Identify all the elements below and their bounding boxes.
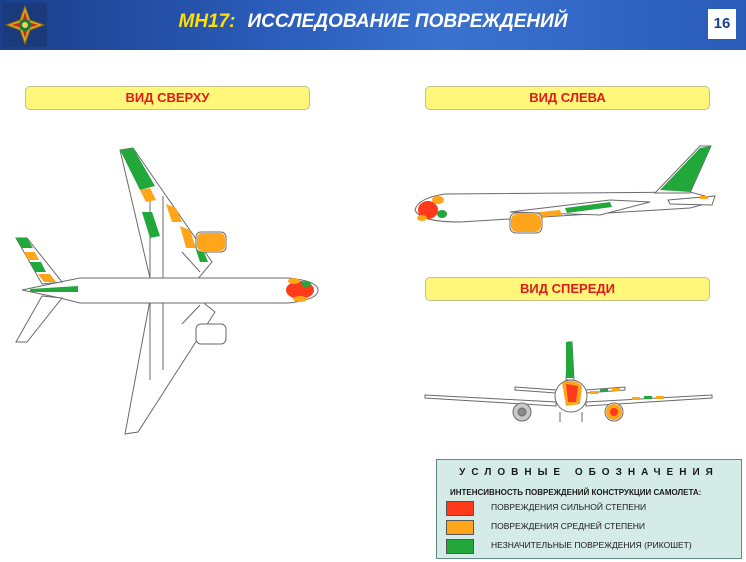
damage-medium: [632, 397, 640, 400]
damage-minor: [30, 286, 78, 292]
legend-swatch-minor: [446, 539, 474, 554]
title-text: ИССЛЕДОВАНИЕ ПОВРЕЖДЕНИЙ: [247, 11, 568, 32]
damage-minor: [437, 210, 447, 218]
damage-medium: [540, 210, 562, 217]
damage-minor: [142, 212, 160, 238]
top-lower-wing: [124, 299, 216, 435]
legend-label-medium: ПОВРЕЖДЕНИЯ СРЕДНЕЙ СТЕПЕНИ: [491, 521, 646, 531]
damage-medium: [590, 391, 598, 394]
view-label-top: ВИД СВЕРХУ: [25, 86, 310, 110]
damage-medium: [197, 233, 225, 251]
damage-medium: [38, 274, 56, 282]
damage-medium: [293, 296, 307, 302]
damage-severe: [566, 384, 578, 402]
damage-minor: [301, 281, 311, 287]
damage-medium: [612, 388, 620, 391]
damage-minor: [196, 250, 208, 262]
legend-label-severe: ПОВРЕЖДЕНИЯ СИЛЬНОЙ СТЕПЕНИ: [491, 502, 647, 512]
flight-code: МН17:: [178, 11, 236, 32]
legend-swatch-severe: [446, 501, 474, 516]
damage-minor: [566, 342, 574, 378]
damage-medium: [417, 215, 427, 221]
damage-medium: [288, 278, 300, 284]
view-label-front: ВИД СПЕРЕДИ: [425, 277, 710, 301]
damage-medium: [656, 396, 664, 399]
damage-medium: [24, 252, 39, 260]
damage-medium: [700, 196, 708, 199]
damage-medium: [432, 196, 444, 204]
legend-label-minor: НЕЗНАЧИТЕЛЬНЫЕ ПОВРЕЖДЕНИЯ (РИКОШЕТ): [491, 540, 692, 550]
damage-minor: [660, 146, 711, 192]
emblem-logo: [3, 3, 47, 47]
legend-swatch-medium: [446, 520, 474, 535]
damage-minor: [565, 202, 612, 213]
damage-minor: [600, 389, 608, 392]
header-bar: МН17: ИССЛЕДОВАНИЕ ПОВРЕЖДЕНИЙ 16: [0, 0, 746, 50]
front-stabilizer-left: [514, 386, 557, 394]
damage-medium: [511, 214, 541, 232]
damage-minor: [30, 262, 46, 272]
page-number: 16: [708, 9, 736, 39]
damage-severe: [418, 201, 438, 219]
legend-panel: УСЛОВНЫЕ ОБОЗНАЧЕНИЯ ИНТЕНСИВНОСТЬ ПОВРЕ…: [436, 459, 742, 559]
damage-severe: [610, 408, 618, 416]
view-label-left: ВИД СЛЕВА: [425, 86, 710, 110]
page-title: МН17: ИССЛЕДОВАНИЕ ПОВРЕЖДЕНИЙ: [60, 11, 686, 33]
damage-medium: [180, 226, 196, 248]
top-stabilizer-lower: [15, 295, 63, 343]
damage-medium: [166, 204, 182, 222]
damage-minor: [644, 396, 652, 399]
damage-medium: [140, 188, 156, 202]
legend-subtitle: ИНТЕНСИВНОСТЬ ПОВРЕЖДЕНИЙ КОНСТРУКЦИИ СА…: [450, 488, 702, 497]
damage-minor: [120, 148, 155, 190]
top-fuselage: [21, 277, 319, 304]
front-wing-left: [424, 394, 557, 407]
damage-minor: [16, 238, 33, 248]
top-engine-lower: [195, 323, 227, 345]
legend-title: УСЛОВНЫЕ ОБОЗНАЧЕНИЯ: [459, 467, 719, 478]
